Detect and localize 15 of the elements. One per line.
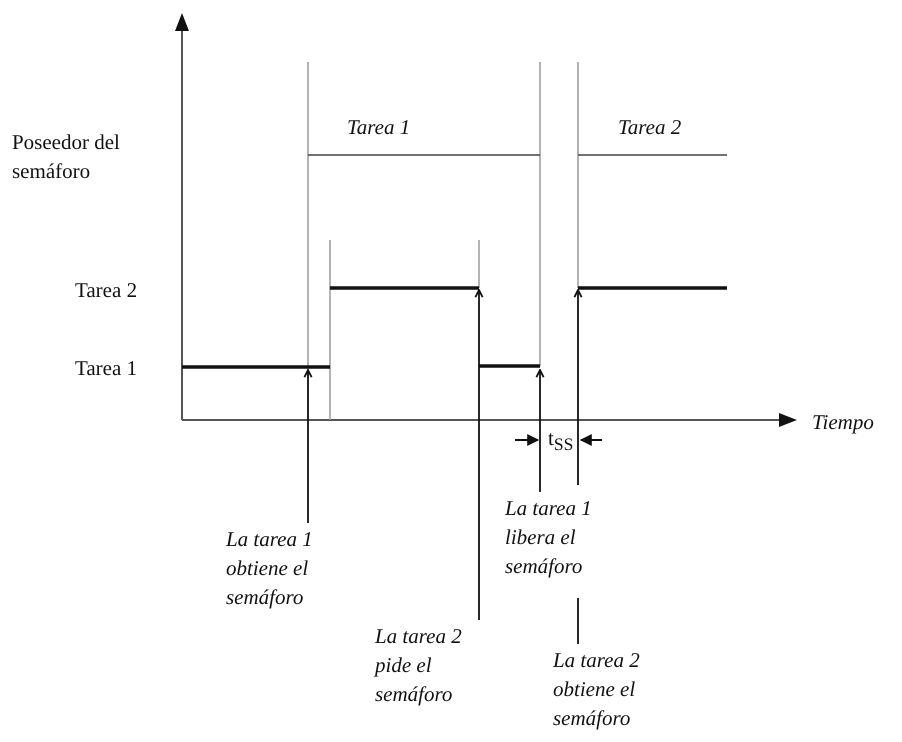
leader-arrow	[304, 369, 312, 523]
task-label: Tarea 1	[347, 114, 410, 141]
event-annotation: La tarea 2 pide el semáforo	[375, 622, 500, 709]
event-annotation: La tarea 1 libera el semáforo	[505, 494, 630, 581]
event-annotation: La tarea 2 obtiene el semáforo	[553, 646, 678, 733]
event-annotation: La tarea 1 obtiene el semáforo	[226, 525, 351, 612]
leader-arrow	[574, 289, 582, 645]
task-label: Tarea 2	[618, 114, 682, 141]
leader-arrow	[474, 289, 484, 620]
axis-label: Tiempo	[812, 409, 874, 436]
time-symbol: t$_{SS}$	[548, 425, 574, 456]
leader-arrow	[536, 369, 544, 492]
level-label: Tarea 1	[75, 355, 138, 382]
axis-label: Poseedor del semáforo	[12, 129, 121, 185]
level-label: Tarea 2	[75, 277, 138, 304]
